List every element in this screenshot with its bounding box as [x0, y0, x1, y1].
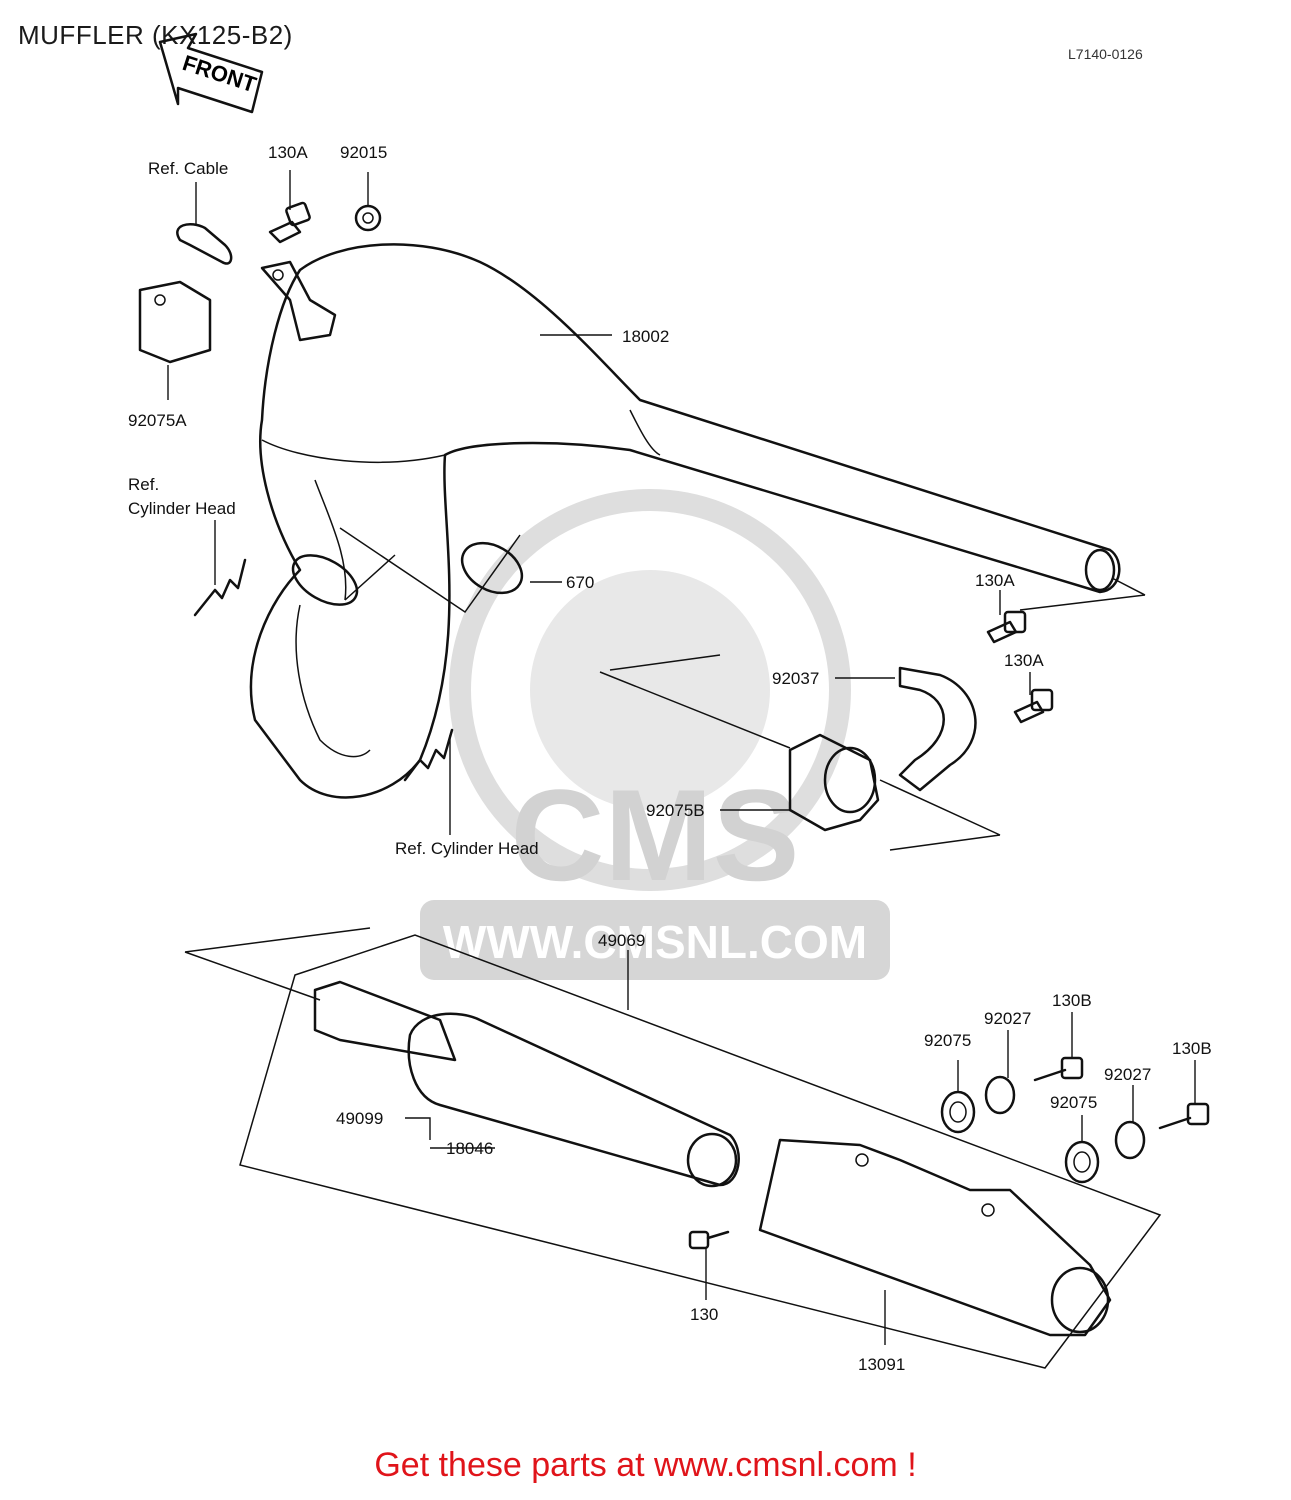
- watermark-site: WWW.CMSNL.COM: [443, 916, 867, 968]
- o-ring-670: [460, 541, 524, 595]
- label-ref-cylinder-head-line2: Cylinder Head: [128, 499, 236, 518]
- cms-watermark: CMS WWW.CMSNL.COM: [420, 489, 890, 980]
- label-92027-right: 92027: [1104, 1065, 1151, 1084]
- label-49099: 49099: [336, 1109, 383, 1128]
- label-49069: 49069: [598, 931, 645, 950]
- label-130: 130: [690, 1305, 718, 1324]
- label-130a-bracket: 130A: [1004, 651, 1044, 670]
- front-arrow-icon: FRONT: [158, 32, 264, 114]
- label-ref-cylinder-head-line1: Ref.: [128, 475, 159, 494]
- bolt-130: [688, 1230, 730, 1250]
- label-ref-cylinder-head-bottom: Ref. Cylinder Head: [395, 839, 539, 858]
- collar-92027-right: [1114, 1120, 1146, 1160]
- inner-pipe-18046: [313, 980, 740, 1188]
- damper-92075b: [788, 733, 880, 832]
- nut-92015: [354, 204, 382, 232]
- bolt-130a-top: [268, 201, 311, 244]
- silencer-group-outline: [239, 934, 1162, 1369]
- label-ref-cable: Ref. Cable: [148, 159, 228, 178]
- label-130b-right: 130B: [1172, 1039, 1212, 1058]
- label-18046: 18046: [446, 1139, 493, 1158]
- label-13091: 13091: [858, 1355, 905, 1374]
- cable-clip: [176, 223, 233, 265]
- label-92075a: 92075A: [128, 411, 187, 430]
- label-92075b: 92075B: [646, 801, 705, 820]
- bracket-92075a: [138, 260, 337, 364]
- label-670: 670: [566, 573, 594, 592]
- bolt-130a-right: [986, 610, 1027, 644]
- clamp-92037: [898, 666, 977, 792]
- label-130a-right: 130A: [975, 571, 1015, 590]
- label-92075-left: 92075: [924, 1031, 971, 1050]
- silencer-shell-13091: [758, 1138, 1112, 1337]
- bolt-130b-right: [1158, 1102, 1210, 1130]
- grommet-92075-left: [940, 1090, 976, 1134]
- diagram-code: L7140-0126: [1068, 46, 1143, 62]
- label-130a-top: 130A: [268, 143, 308, 162]
- label-18002: 18002: [622, 327, 669, 346]
- leader-lines: [167, 170, 1196, 1345]
- expansion-chamber: [249, 243, 1121, 799]
- label-130b-left: 130B: [1052, 991, 1092, 1010]
- watermark-brand: CMS: [511, 762, 800, 908]
- label-92027-left: 92027: [984, 1009, 1031, 1028]
- label-92075-right: 92075: [1050, 1093, 1097, 1112]
- spring-bottom: [403, 728, 454, 782]
- spring-top: [193, 558, 247, 617]
- label-92037: 92037: [772, 669, 819, 688]
- parts-banner-link[interactable]: Get these parts at www.cmsnl.com !: [374, 1446, 917, 1484]
- label-92015: 92015: [340, 143, 387, 162]
- diagram-title: MUFFLER (KX125-B2): [18, 20, 293, 50]
- bolt-130b-left: [1033, 1056, 1084, 1082]
- bolt-130a-bracket: [1013, 688, 1054, 724]
- grommet-92075-right: [1064, 1140, 1100, 1184]
- collar-92027-left: [984, 1075, 1016, 1115]
